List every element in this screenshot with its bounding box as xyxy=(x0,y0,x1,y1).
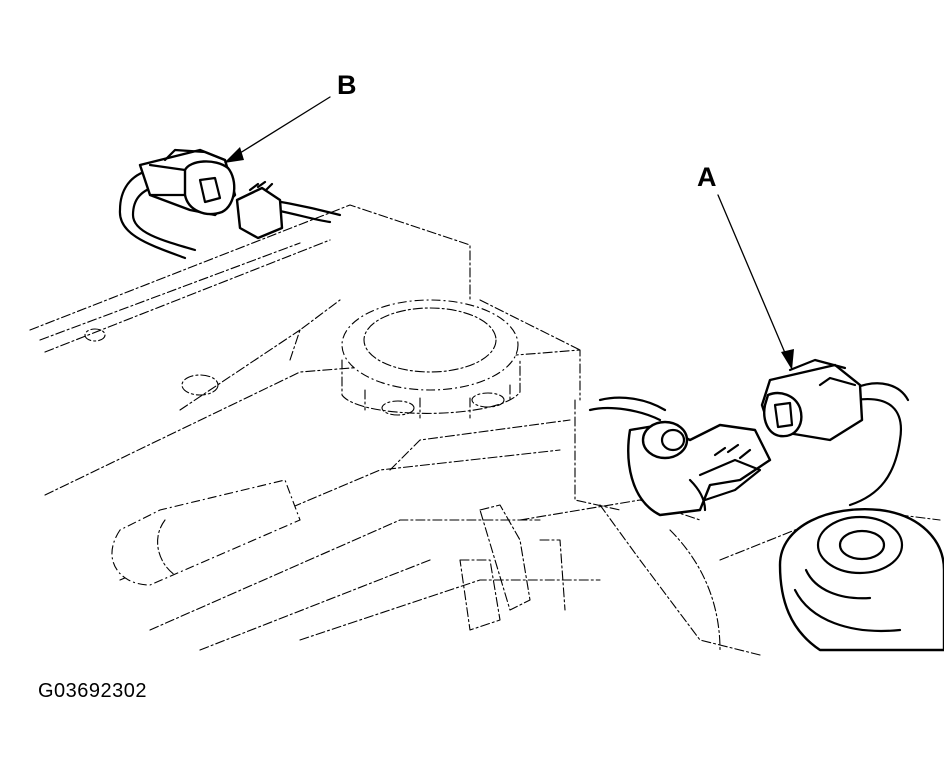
callout-arrow-a xyxy=(717,194,794,370)
connector-a xyxy=(760,358,864,442)
connector-b xyxy=(138,148,284,240)
figure-id: G03692302 xyxy=(38,680,148,702)
callout-arrow-b xyxy=(224,96,331,163)
engine-background xyxy=(29,204,941,656)
camshaft-position-sensor xyxy=(627,420,772,517)
callout-label-a: A xyxy=(697,162,717,192)
distributor-housing xyxy=(778,508,944,652)
wire-harness-a xyxy=(588,382,910,507)
callout-label-b: B xyxy=(337,70,357,100)
